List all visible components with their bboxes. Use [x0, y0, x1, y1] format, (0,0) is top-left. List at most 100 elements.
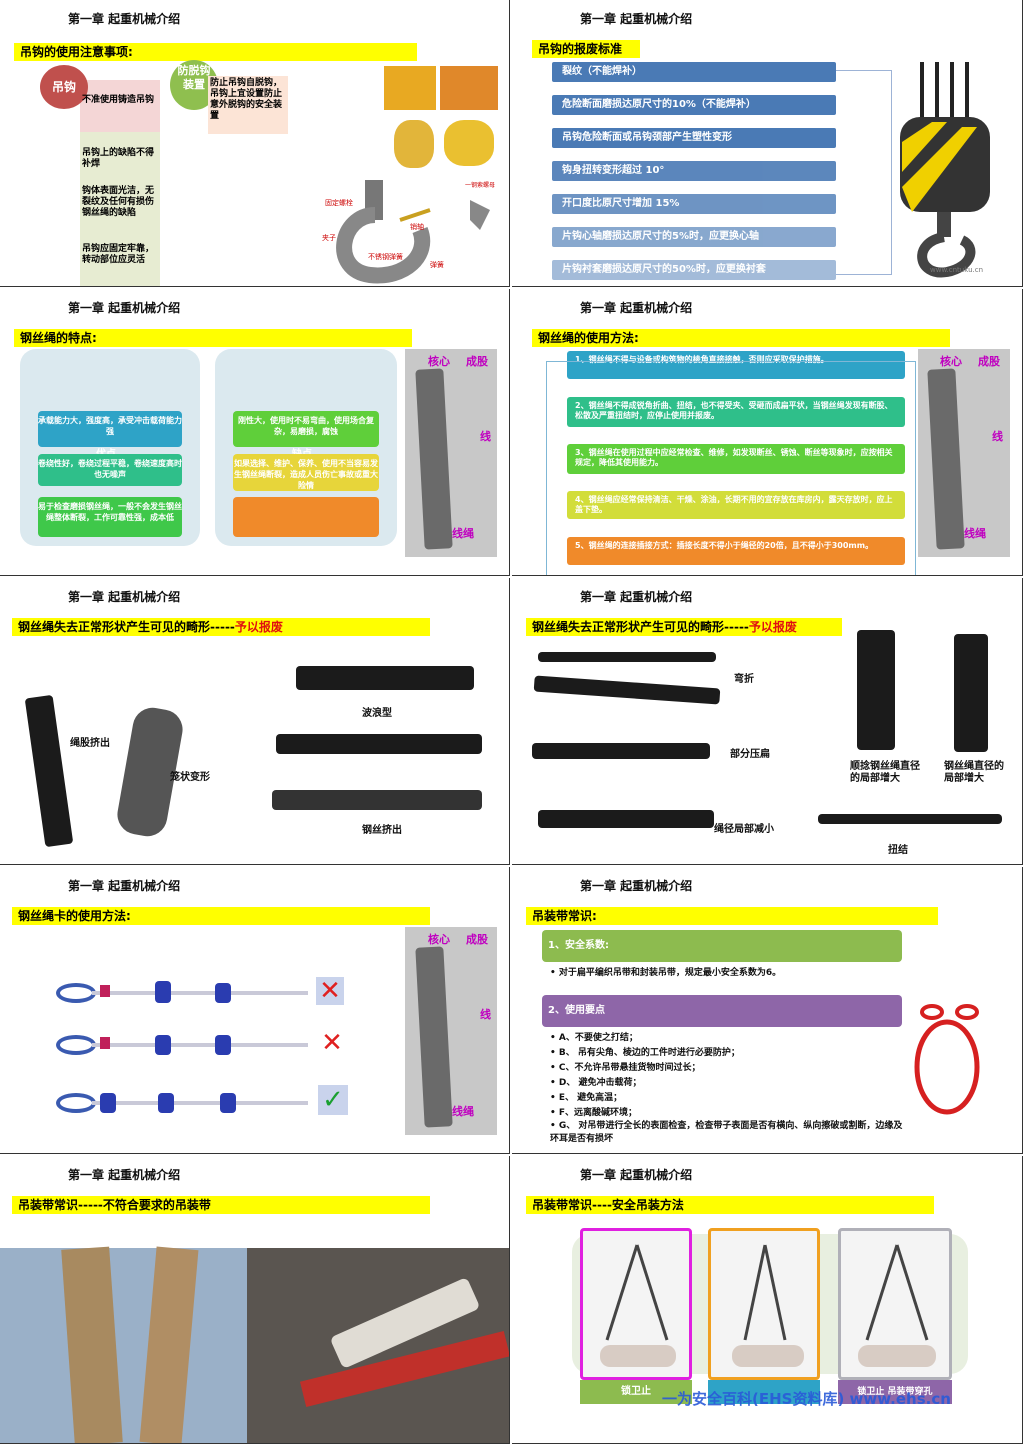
hook-diagram [336, 180, 490, 284]
slide-rope-deformation-1: 第一章 起重机械介绍 钢丝绳失去正常形状产生可见的畸形-----予以报废 绳股挤… [0, 578, 510, 865]
chapter-title: 第一章 起重机械介绍 [580, 301, 693, 315]
hook-photo-4 [444, 120, 494, 166]
scrap-item-5: 开口度比原尺寸增加 15% [552, 194, 836, 214]
label-wave: 波浪型 [362, 708, 392, 719]
hook-item-2: 吊钩上的缺陷不得补焊 [82, 148, 155, 169]
diagram-label-1: 固定螺栓 [325, 199, 353, 207]
rope-line [92, 991, 308, 995]
circle-hook: 吊钩 [40, 65, 88, 109]
diagram-label-5: 销轴 [410, 223, 424, 231]
scrap-item-4: 钩身扭转变形超过 10° [552, 161, 836, 181]
usage-item-2: 2、钢丝绳不得成锐角折曲、扭结，也不得受夹、受砸而成扁平状，当钢丝绳发现有断股、… [567, 397, 905, 427]
label-diameter-increase: 钢丝绳直径的局部增大 [944, 761, 1004, 784]
diagram-label-2: 夹子 [322, 234, 336, 242]
scrap-list-outline [836, 70, 892, 275]
diagram-label-6: 一钢索螺母 [465, 182, 496, 189]
slide-rope-clip-usage: 第一章 起重机械介绍 钢丝绳卡的使用方法: ✕ ✕ ✓ 核心 成股 线 线绳 [0, 867, 510, 1154]
lifting-drawing-1 [600, 1244, 676, 1367]
chapter-title: 第一章 起重机械介绍 [580, 1168, 693, 1182]
crane-hook-image [900, 62, 990, 278]
clip [220, 1093, 236, 1113]
lifting-drawing-2 [732, 1244, 804, 1367]
usage-item-5: 5、钢丝绳的连接插接方式：插接长度不得小于绳径的20倍，且不得小于300mm。 [567, 537, 905, 565]
clip [215, 1035, 231, 1055]
check-mark-icon: ✓ [318, 1085, 348, 1115]
chapter-title: 第一章 起重机械介绍 [68, 1168, 181, 1182]
label-kink: 扭结 [888, 845, 908, 856]
section-bar: 钢丝绳的特点: [14, 329, 412, 347]
slide-sling-basics: 第一章 起重机械介绍 吊装带常识: 1、安全系数: • 对于扁平编织吊带和封装吊… [512, 867, 1023, 1154]
rope-line [92, 1043, 308, 1047]
lifting-drawing-3 [858, 1244, 936, 1367]
usage-points-header: 2、使用要点 [542, 995, 902, 1027]
usage-outline [546, 361, 916, 575]
con-item-1: 刚性大，使用时不易弯曲，使用场合复杂，易磨损，腐蚀 [233, 411, 379, 447]
clip-nut [100, 985, 110, 997]
clip [215, 983, 231, 1003]
chapter-title: 第一章 起重机械介绍 [68, 12, 181, 26]
usage-point-c: • C、不允许吊带悬挂货物时间过长； [550, 1063, 701, 1073]
caption-3: 锁卫止 吊装带穿孔 [838, 1380, 952, 1404]
pro-item-1: 承载能力大，强度高，承受冲击载荷能力强 [38, 411, 182, 447]
label-cage: 笼状变形 [170, 772, 210, 783]
section-bar: 钢丝绳失去正常形状产生可见的畸形-----予以报废 [12, 618, 430, 636]
bar-text: 钢丝绳失去正常形状产生可见的畸形----- [532, 620, 749, 634]
slide-wire-rope-usage: 第一章 起重机械介绍 钢丝绳的使用方法: 1、钢丝绳不得与设备或构筑物的棱角直接… [512, 289, 1023, 576]
section-bar: 钢丝绳的使用方法: [532, 329, 950, 347]
usage-point-d: • D、 避免冲击载荷； [550, 1078, 642, 1088]
kink-image [818, 814, 1002, 824]
rope-loop [56, 1035, 96, 1055]
safety-factor-header: 1、安全系数: [542, 930, 902, 962]
rope-label-core: 核心 [428, 355, 450, 368]
lay-increase-image [857, 630, 895, 750]
slide-safe-lifting: 第一章 起重机械介绍 吊装带常识----安全吊装方法 锁卫止 锁卫止 吊装带穿孔… [512, 1156, 1023, 1444]
hook-item-3: 钩体表面光洁，无裂纹及任何有损伤钢丝绳的缺陷 [82, 186, 155, 218]
section-bar: 吊钩的使用注意事项: [14, 43, 417, 61]
caption-1: 锁卫止 [580, 1380, 692, 1404]
item-1-bg [80, 80, 160, 132]
wrong-mark-icon: ✕ [316, 977, 344, 1005]
rope-label-strand: 成股 [978, 355, 1000, 368]
diameter-reduce-image [538, 810, 714, 828]
con-item-2: 如果选择、维护、保养、使用不当容易发生钢丝绳断裂，造成人员伤亡事故或重大险情 [233, 454, 379, 491]
usage-item-3: 3、钢丝绳在使用过程中应经常检查、维修，如发现断丝、锈蚀、断丝等现象时，应按相关… [567, 444, 905, 474]
hook-photo-orange [440, 66, 498, 110]
label-diameter-reduce: 绳径局部减小 [714, 824, 774, 835]
usage-point-b: • B、 吊有尖角、棱边的工件时进行必要防护； [550, 1048, 740, 1058]
section-bar: 钢丝绳失去正常形状产生可见的畸形-----予以报废 [526, 618, 842, 636]
footer-watermark: 一为安全百科(EHS资料库) www.ehs.cn [662, 1390, 951, 1408]
pro-item-2: 卷绕性好，卷绕过程平稳，卷绕速度高时也无噪声 [38, 454, 182, 486]
pro-item-3: 易于检查磨损钢丝绳，一般不会发生钢丝绳整体断裂，工作可靠性强，成本低 [38, 497, 182, 537]
slide-wire-rope-features: 第一章 起重机械介绍 钢丝绳的特点: 优点 缺点 承载能力大，强度高，承受冲击载… [0, 289, 510, 576]
label-flatten: 部分压扁 [730, 749, 770, 760]
anti-unhook-text: 防止吊钩自脱钩，吊钩上宜设置防止意外脱钩的安全装置 [208, 76, 288, 134]
slide-hook-precautions: 第一章 起重机械介绍 吊钩的使用注意事项: 吊钩 防脱钩装置 不准使用铸造吊钩 … [0, 0, 510, 287]
caption-2 [708, 1380, 820, 1404]
bar-scrap-text: 予以报废 [234, 620, 283, 634]
diameter-increase-image [954, 634, 988, 752]
scrap-item-1: 裂纹（不能焊补） [552, 62, 836, 82]
rope-label-rope: 线绳 [964, 527, 986, 540]
wire-extrusion-image-2 [272, 790, 482, 810]
chapter-title: 第一章 起重机械介绍 [68, 590, 181, 604]
usage-point-g: • G、 对吊带进行全长的表面检查，检查带子表面是否有横向、纵向擦破或割断，边缘… [550, 1121, 903, 1144]
hook-item-4: 吊钩应固定牢靠，转动部位应灵活 [82, 244, 155, 265]
rope-label-strand: 成股 [466, 933, 488, 946]
label-lay-increase: 顺捻钢丝绳直径的局部增大 [850, 761, 920, 784]
flatten-image [532, 743, 710, 759]
rope-loop [56, 983, 96, 1003]
rope-label-wire: 线 [992, 430, 1003, 443]
usage-item-4: 4、钢丝绳应经常保持清洁、干燥、涂油，长期不用的宜存放在库房内，露天存放时，应上… [567, 491, 905, 519]
bend-image-1 [538, 652, 716, 662]
section-bar: 吊钩的报废标准 [532, 40, 640, 58]
usage-point-a: • A、不要使之打结； [550, 1033, 638, 1043]
con-item-3 [233, 497, 379, 537]
bar-scrap-text: 予以报废 [748, 620, 797, 634]
rope-label-wire: 线 [480, 430, 491, 443]
label-wire-extrusion: 钢丝挤出 [362, 825, 402, 836]
wave-image [296, 666, 474, 690]
rope-line [92, 1101, 308, 1105]
chapter-title: 第一章 起重机械介绍 [580, 12, 693, 26]
usage-point-e: • E、 避免高温； [550, 1093, 623, 1103]
slide-unqualified-slings: 第一章 起重机械介绍 吊装带常识-----不符合要求的吊装带 [0, 1156, 510, 1444]
